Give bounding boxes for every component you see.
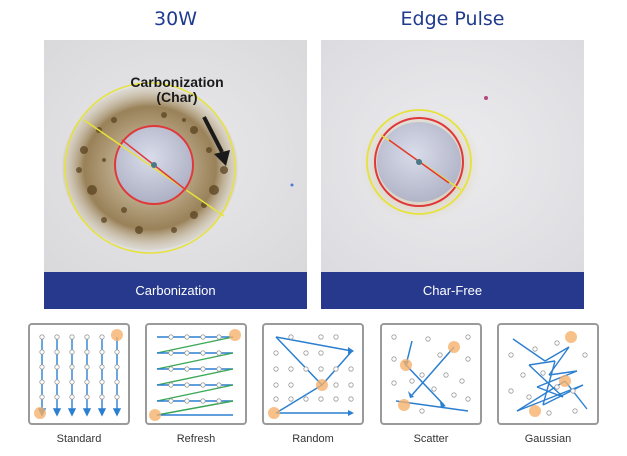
- pattern-refresh: [145, 323, 247, 425]
- pattern-scatter-diagram: [391, 334, 471, 414]
- pattern-label-random: Random: [292, 433, 334, 445]
- annotation-line-1: Carbonization: [130, 74, 224, 90]
- annotation-line-2: (Char): [156, 89, 198, 105]
- pattern-gaussian-diagram: [508, 331, 588, 417]
- pattern-label-refresh: Refresh: [176, 433, 216, 445]
- heading-edge-pulse: Edge Pulse: [400, 8, 505, 30]
- pattern-refresh-diagram: [149, 329, 241, 421]
- photo-carbonization: [44, 40, 307, 272]
- pattern-label-gaussian: Gaussian: [524, 433, 572, 445]
- pattern-gaussian: [497, 323, 599, 425]
- pattern-random-diagram: [268, 334, 354, 419]
- caption-carbonization: Carbonization: [44, 272, 307, 309]
- heading-30w: 30W: [154, 8, 197, 30]
- pattern-scatter: [380, 323, 482, 425]
- pattern-standard: [28, 323, 130, 425]
- pattern-label-scatter: Scatter: [413, 433, 449, 445]
- pattern-random: [262, 323, 364, 425]
- pattern-standard-diagram: [34, 329, 123, 419]
- annotation-char: Carbonization (Char): [92, 75, 262, 105]
- pattern-label-standard: Standard: [56, 433, 102, 445]
- caption-char-free: Char-Free: [321, 272, 584, 309]
- photo-char-free: [321, 40, 584, 272]
